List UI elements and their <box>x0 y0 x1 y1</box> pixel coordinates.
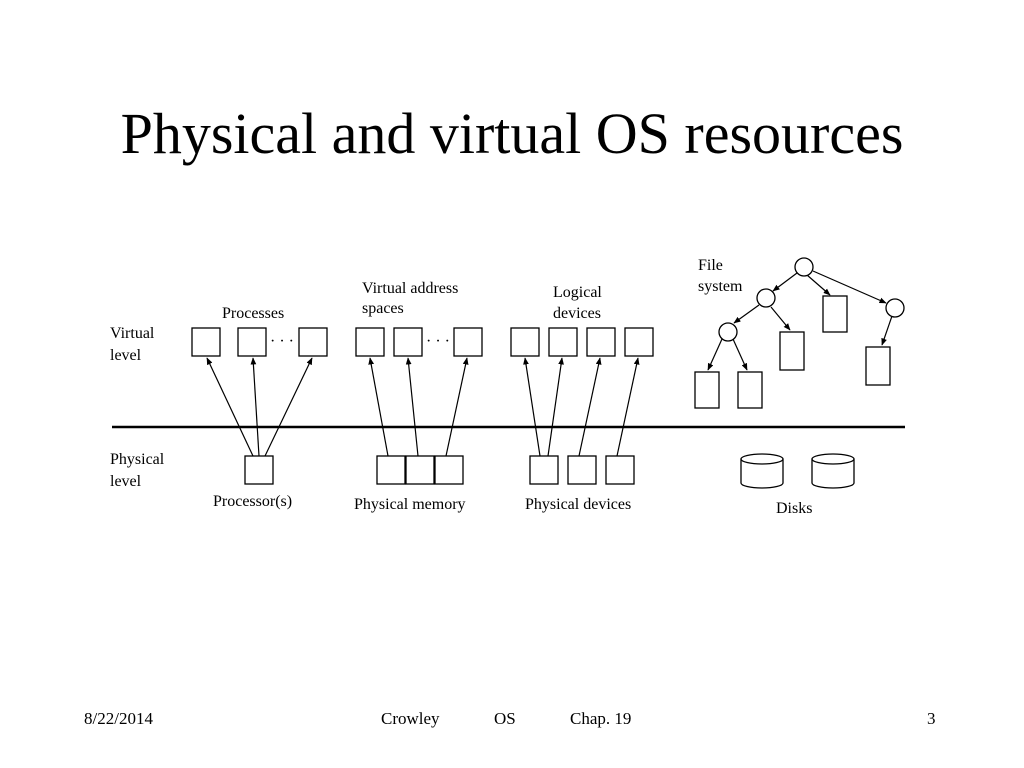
physical-devices-label: Physical devices <box>525 496 631 513</box>
process-box-2 <box>237 327 267 357</box>
tree-edge-dir3-file4 <box>707 338 723 371</box>
disks-label: Disks <box>776 500 812 517</box>
logical-devices-label-line1: Logical <box>553 284 602 301</box>
device-arrow-3 <box>578 357 602 457</box>
tree-file-node-5 <box>737 371 763 409</box>
device-arrow-2 <box>547 357 564 457</box>
processor-arrow-3 <box>264 357 313 457</box>
footer-date: 8/22/2014 <box>84 709 153 728</box>
physical-device-box-2 <box>567 455 597 485</box>
tree-root-node <box>794 257 814 277</box>
tree-edge-root-dir2 <box>812 270 887 304</box>
tree-file-node-2 <box>779 331 805 371</box>
process-box-3 <box>298 327 328 357</box>
tree-dir-node-1 <box>756 288 776 308</box>
memory-box-1 <box>376 455 406 485</box>
disk-icon-2 <box>811 453 855 489</box>
file-system-label-line2: system <box>698 278 743 295</box>
memory-arrow-1 <box>368 357 389 457</box>
physical-device-box-3 <box>605 455 635 485</box>
file-system-label-line1: File <box>698 257 723 274</box>
virtual-address-spaces-label-line2: spaces <box>362 300 404 317</box>
device-arrow-4 <box>616 357 640 457</box>
address-space-box-1 <box>355 327 385 357</box>
processor-arrow-1 <box>206 357 254 457</box>
tree-file-node-1 <box>822 295 848 333</box>
memory-arrow-3 <box>445 357 469 457</box>
tree-file-node-4 <box>694 371 720 409</box>
virtual-level-label-line1: Virtual <box>110 325 155 342</box>
physical-level-label-line1: Physical <box>110 451 165 468</box>
memory-arrow-2 <box>405 357 419 457</box>
virtual-level-label-line2: level <box>110 347 142 364</box>
process-box-1 <box>191 327 221 357</box>
tree-edge-dir1-file2 <box>770 306 791 331</box>
address-spaces-ellipsis: · · · <box>426 333 450 350</box>
logical-device-box-1 <box>510 327 540 357</box>
processor-arrow-2 <box>250 357 260 457</box>
processor-box <box>244 455 274 485</box>
footer-chapter: Chap. 19 <box>570 709 632 728</box>
slide-title: Physical and virtual OS resources <box>120 101 904 166</box>
address-space-box-2 <box>393 327 423 357</box>
footer-course: OS <box>494 709 516 728</box>
memory-box-2 <box>405 455 435 485</box>
processors-label: Processor(s) <box>213 493 292 510</box>
tree-dir-node-3 <box>718 322 738 342</box>
address-space-box-3 <box>453 327 483 357</box>
processes-ellipsis: · · · <box>270 333 294 350</box>
processes-label: Processes <box>222 305 284 322</box>
virtual-address-spaces-label-line1: Virtual address <box>362 280 458 297</box>
physical-memory-label: Physical memory <box>354 496 466 513</box>
tree-edge-dir1-dir3 <box>733 304 760 324</box>
device-arrow-1 <box>523 357 541 457</box>
physical-device-box-1 <box>529 455 559 485</box>
memory-box-3 <box>434 455 464 485</box>
tree-edge-dir3-file5 <box>732 338 748 371</box>
tree-edge-root-file1 <box>806 274 831 296</box>
footer-author: Crowley <box>381 709 440 728</box>
tree-dir-node-2 <box>885 298 905 318</box>
footer-page-number: 3 <box>927 709 936 728</box>
tree-edge-root-dir1 <box>772 272 798 292</box>
logical-device-box-4 <box>624 327 654 357</box>
tree-edge-dir2-file3 <box>881 315 893 346</box>
logical-device-box-2 <box>548 327 578 357</box>
tree-file-node-3 <box>865 346 891 386</box>
physical-level-label-line2: level <box>110 473 142 490</box>
logical-devices-label-line2: devices <box>553 305 601 322</box>
disk-icon-1 <box>740 453 784 489</box>
logical-device-box-3 <box>586 327 616 357</box>
